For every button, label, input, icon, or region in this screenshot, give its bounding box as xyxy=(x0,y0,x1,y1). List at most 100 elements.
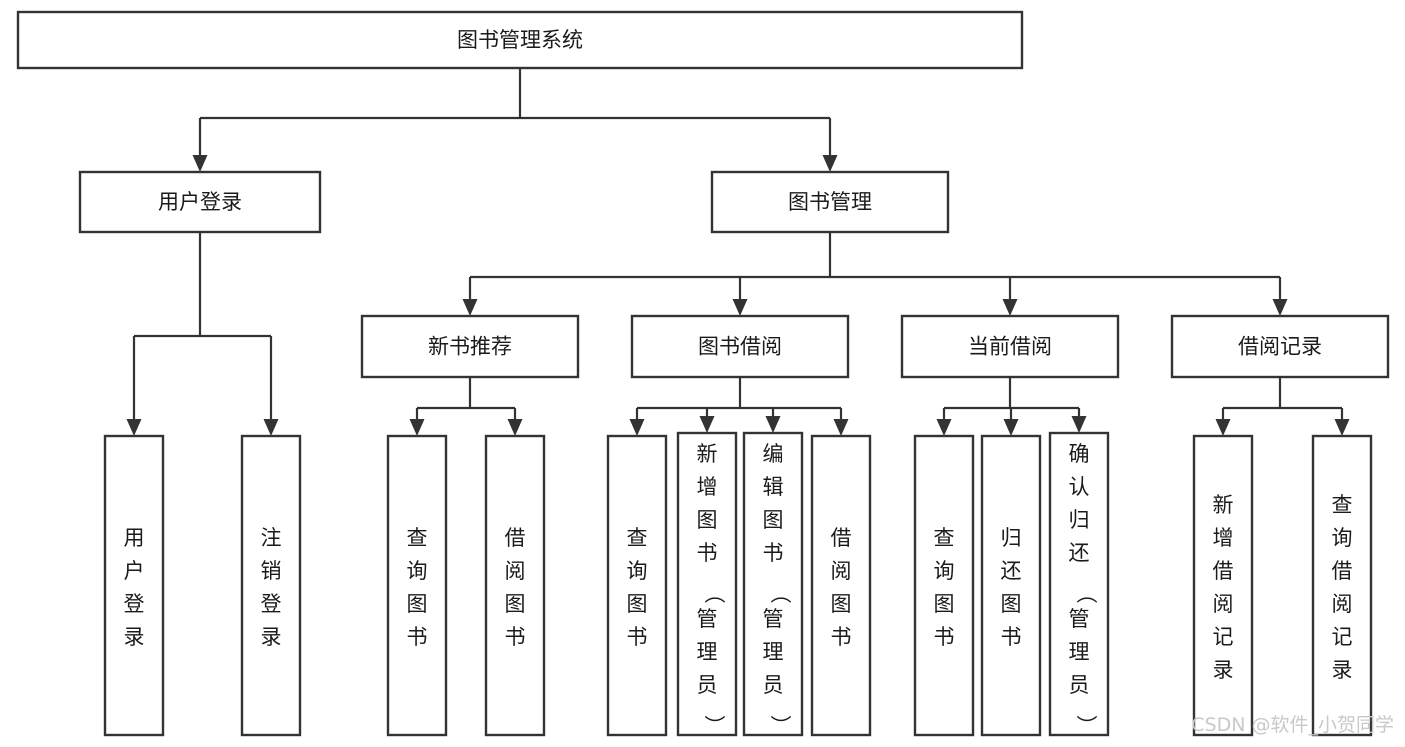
node-box xyxy=(16,10,1024,70)
node-label-char: 增 xyxy=(697,475,718,499)
node-label-char: 阅 xyxy=(505,559,526,583)
node-current-borrow[interactable]: 当前借阅 xyxy=(900,314,1120,379)
node-label-char: 阅 xyxy=(831,559,852,583)
connector-group-book-borrow xyxy=(629,377,849,436)
node-label-char: 借 xyxy=(1213,559,1234,583)
node-label-char: 销 xyxy=(261,559,282,583)
node-label-char: 书 xyxy=(763,541,784,565)
connector-group-root xyxy=(192,68,838,172)
node-box xyxy=(810,434,872,737)
node-label-char: 图 xyxy=(627,592,648,616)
nodes-layer: 图书管理系统用户登录图书管理新书推荐图书借阅当前借阅借阅记录用户登录注销登录查询… xyxy=(16,10,1390,737)
arrow-head-icon xyxy=(1215,419,1231,436)
arrow-head-icon xyxy=(1002,299,1018,316)
node-label-char: 书 xyxy=(697,541,718,565)
node-borrow-record[interactable]: 借阅记录 xyxy=(1170,314,1390,379)
node-label-char: 图 xyxy=(831,592,852,616)
node-root[interactable]: 图书管理系统 xyxy=(16,10,1024,70)
node-box xyxy=(78,170,322,234)
node-label-char: 认 xyxy=(1069,475,1090,499)
node-label-char: 询 xyxy=(407,559,428,583)
node-box xyxy=(484,434,546,737)
node-label-char: 查 xyxy=(934,526,955,550)
node-label-char: 图 xyxy=(1001,592,1022,616)
node-label: 新书推荐 xyxy=(428,335,512,359)
node-label-char: 借 xyxy=(1332,559,1353,583)
node-label: 用户登录 xyxy=(158,190,242,214)
node-label-char: 员 xyxy=(763,673,784,697)
connector-group-borrow-record xyxy=(1215,377,1350,436)
node-label-char: 询 xyxy=(934,559,955,583)
arrow-head-icon xyxy=(732,299,748,316)
node-label-char: 录 xyxy=(124,625,145,649)
node-label-char: 书 xyxy=(407,625,428,649)
node-label-char: 增 xyxy=(1213,526,1234,550)
arrow-head-icon xyxy=(629,419,645,436)
node-label-char: 户 xyxy=(124,559,145,583)
node-label-char: 录 xyxy=(261,625,282,649)
node-label-char: 用 xyxy=(124,526,145,550)
node-label-char: 录 xyxy=(1332,658,1353,682)
node-label-char: 书 xyxy=(627,625,648,649)
node-label-char: ） xyxy=(1074,715,1098,736)
arrow-head-icon xyxy=(507,419,523,436)
node-label: 当前借阅 xyxy=(968,335,1052,359)
arrow-head-icon xyxy=(765,416,781,433)
node-user-login[interactable]: 用户登录 xyxy=(78,170,322,234)
node-box xyxy=(710,170,950,234)
node-box xyxy=(1170,314,1390,379)
node-label-char: 书 xyxy=(505,625,526,649)
node-label-char: ） xyxy=(702,715,726,736)
node-label-char: 记 xyxy=(1213,625,1234,649)
connectors-layer xyxy=(126,68,1350,436)
node-label-char: 图 xyxy=(934,592,955,616)
connector-group-new-book-rec xyxy=(409,377,523,436)
connector-group-book-manage xyxy=(462,232,1288,316)
arrow-head-icon xyxy=(822,155,838,172)
node-leaf-user-login[interactable]: 用户登录 xyxy=(103,434,165,737)
node-label-char: 书 xyxy=(934,625,955,649)
node-box xyxy=(630,314,850,379)
node-box xyxy=(980,434,1042,737)
node-label: 图书管理系统 xyxy=(457,28,583,52)
node-book-borrow[interactable]: 图书借阅 xyxy=(630,314,850,379)
node-box xyxy=(900,314,1120,379)
node-label-char: （ xyxy=(1074,583,1098,604)
csdn-watermark: CSDN @软件_小贺同学 xyxy=(1191,714,1394,736)
node-label: 借阅记录 xyxy=(1238,335,1322,359)
node-label-char: 询 xyxy=(627,559,648,583)
node-book-manage[interactable]: 图书管理 xyxy=(710,170,950,234)
arrow-head-icon xyxy=(936,419,952,436)
node-label-char: 编 xyxy=(763,442,784,466)
connector-group-user-login xyxy=(126,232,279,436)
node-label-char: 确 xyxy=(1069,442,1090,466)
node-label-char: 理 xyxy=(697,640,718,664)
node-label-char: 新 xyxy=(1213,493,1234,517)
node-box xyxy=(676,431,738,737)
node-label-char: 图 xyxy=(697,508,718,532)
node-label-char: 理 xyxy=(763,640,784,664)
node-box xyxy=(1192,434,1254,737)
arrow-head-icon xyxy=(1003,419,1019,436)
node-label-char: （ xyxy=(768,583,792,604)
node-label-char: 还 xyxy=(1069,541,1090,565)
node-box xyxy=(360,314,580,379)
node-new-book-rec[interactable]: 新书推荐 xyxy=(360,314,580,379)
node-label-char: 还 xyxy=(1001,559,1022,583)
arrow-head-icon xyxy=(1071,416,1087,433)
node-label-char: ） xyxy=(768,715,792,736)
node-box xyxy=(1311,434,1373,737)
